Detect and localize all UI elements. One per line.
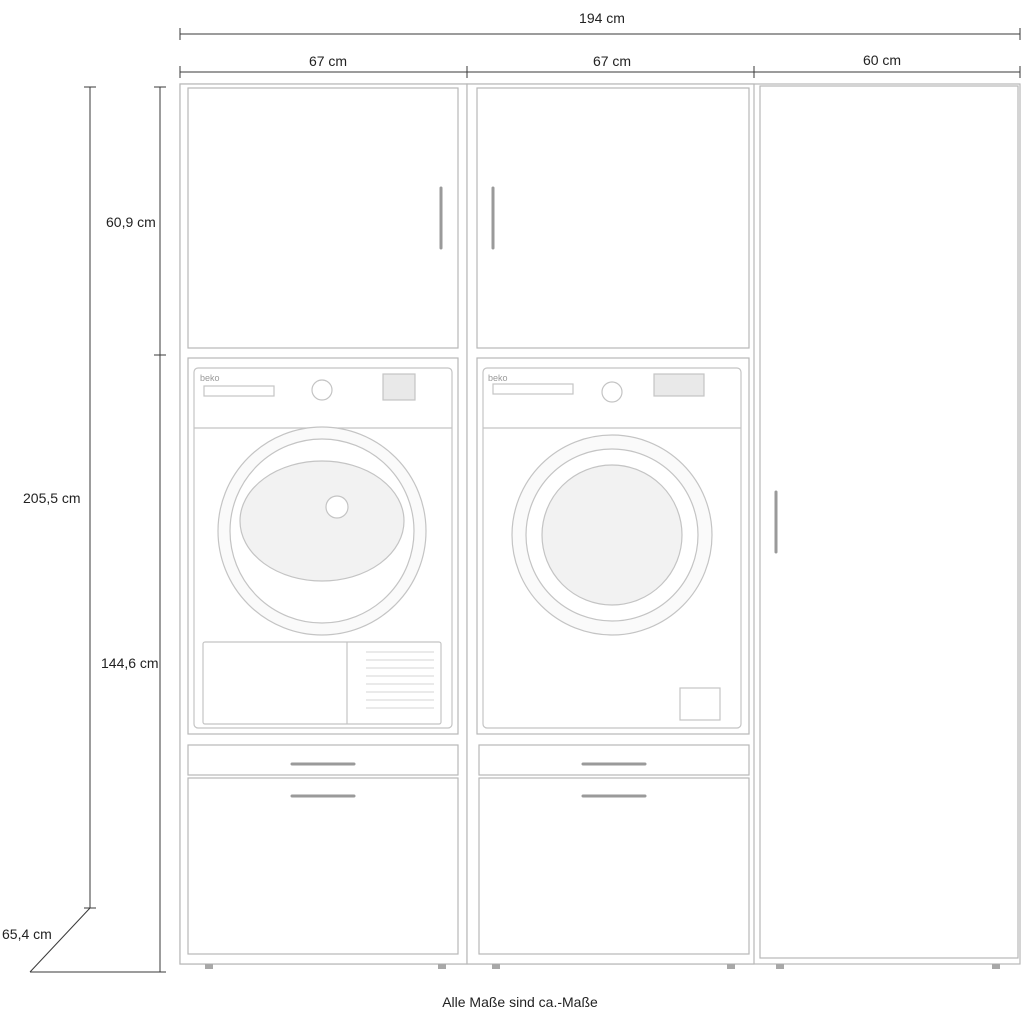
dimension-lines [29, 28, 1021, 973]
upper-cabinet-height-label: 60,9 cm [106, 214, 156, 230]
appliance-section-height-label: 144,6 cm [101, 655, 159, 671]
dryer [193, 367, 453, 729]
module-1-width-label: 67 cm [308, 53, 348, 69]
washer-brand-logo: beko [488, 373, 508, 383]
total-height-label: 205,5 cm [23, 490, 81, 506]
footnote: Alle Maße sind ca.-Maße [442, 994, 598, 1010]
depth-label: 65,4 cm [2, 926, 52, 942]
cabinet-handles [290, 186, 778, 798]
cabinet-feet [205, 964, 1000, 969]
washing-machine [482, 367, 742, 729]
module-2-width-label: 67 cm [592, 53, 632, 69]
dryer-brand-logo: beko [200, 373, 220, 383]
total-width-label: 194 cm [579, 10, 625, 26]
tall-cabinet-width-label: 60 cm [862, 52, 902, 68]
